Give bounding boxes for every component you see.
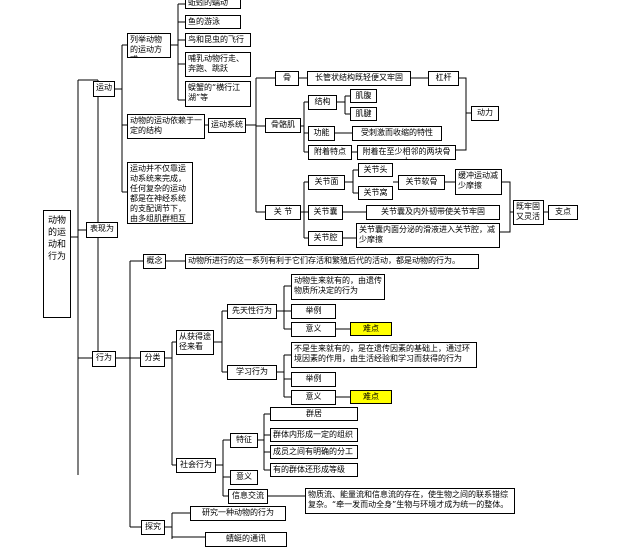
innate-node: 先天性行为 [227, 304, 277, 319]
cavity-desc: 关节囊内面分泌的滑液进入关节腔，减少摩擦 [356, 223, 500, 248]
example-fish: 鱼的游泳 [185, 15, 241, 29]
info-desc: 物质流、能量流和信息流的存在，使生物之间的联系错综复杂。“牵一发而动全身”生物与… [305, 488, 515, 514]
social-node: 社会行为 [176, 458, 216, 473]
social-significance: 意义 [230, 470, 258, 485]
tendon-node: 肌腱 [350, 107, 377, 121]
learned-example: 举例 [291, 372, 336, 387]
feature-organize: 群体内形成一定的组织 [270, 428, 358, 442]
function-desc: 受刺激而收缩的特性 [352, 126, 442, 141]
joint-socket: 关节窝 [358, 186, 393, 200]
motion-system: 运动系统 [208, 118, 246, 133]
nervous-note: 运动并不仅靠运动系统来完成，任何复杂的运动都是在神经系统的支配调节下，由多组肌群… [127, 162, 193, 224]
learned-meaning: 意义 [291, 390, 336, 405]
feature-rank: 有的群体还形成等级 [270, 463, 358, 477]
innate-example: 举例 [291, 304, 336, 319]
system-group: 动物的运动依赖于一定的结构 [127, 114, 205, 139]
innate-difficulty: 难点 [350, 322, 392, 336]
function-node: 功能 [308, 126, 335, 141]
motion-node: 运动 [93, 81, 115, 97]
behavior-node: 行为 [92, 351, 116, 367]
example-crab: 蜈蟹的“横行江湖”等 [185, 81, 251, 107]
root-node: 动物的运动和行为 [43, 210, 71, 318]
learned-desc: 不是生来就有的，是在遗传因素的基础上，通过环境因素的作用，由生活经验和学习而获得… [291, 342, 477, 368]
origin-node: 从获得途径来看 [176, 330, 214, 355]
explore-desc: 研究一种动物的行为 [190, 506, 286, 521]
joint-head: 关节头 [358, 163, 393, 177]
info-node: 信息交流 [228, 489, 268, 504]
concept-desc: 动物所进行的这一系列有利于它们存活和繁殖后代的活动，都是动物的行为。 [185, 254, 479, 269]
joint-surface: 关节面 [308, 175, 345, 190]
learned-difficulty: 难点 [350, 390, 392, 404]
explore-cutoff: 蜻蜓的通讯 [205, 532, 287, 547]
attach-node: 附着特点 [308, 145, 352, 160]
lever-node: 杠杆 [428, 71, 459, 86]
bone-desc: 长管状结构既轻便又牢固 [307, 71, 411, 86]
structure-node: 结构 [308, 95, 337, 110]
belly-node: 肌腹 [350, 89, 377, 103]
bone-node: 骨 [275, 71, 299, 86]
cartilage-node: 关节软骨 [398, 175, 445, 190]
capsule-node: 关节囊 [308, 205, 343, 220]
example-mammal: 哺乳动物行走、奔跑、跳跃 [185, 52, 251, 77]
firm-flexible: 既牢固又灵活 [513, 200, 544, 225]
concept-node: 概念 [143, 254, 166, 269]
cartilage-desc: 缓冲运动减少摩擦 [455, 169, 502, 195]
power-node: 动力 [471, 106, 499, 121]
example-worm: 蚯蚓的蠕动 [185, 0, 241, 9]
examples-group: 列举动物的运动方式 [127, 33, 171, 58]
capsule-desc: 关节囊及内外韧带使关节牢固 [366, 205, 500, 220]
attach-desc: 附着在至少相邻的两块骨上 [357, 145, 456, 160]
feature-group: 群居 [270, 407, 358, 421]
feature-division: 成员之间有明确的分工 [270, 445, 358, 459]
cavity-node: 关节腔 [308, 231, 343, 246]
innate-meaning: 意义 [291, 322, 336, 337]
innate-desc: 动物生来就有的，由遗传物质所决定的行为 [291, 274, 385, 300]
classify-node: 分类 [140, 351, 165, 367]
feature-node: 特征 [230, 433, 258, 448]
expressed-as-label: 表现为 [86, 222, 118, 238]
fulcrum-node: 支点 [548, 205, 578, 220]
joint-node: 关 节 [265, 205, 301, 220]
muscle-node: 骨骼肌 [265, 118, 301, 133]
learned-node: 学习行为 [227, 365, 277, 380]
example-flight: 鸟和昆虫的飞行 [185, 33, 251, 47]
explore-node: 探究 [141, 520, 165, 535]
